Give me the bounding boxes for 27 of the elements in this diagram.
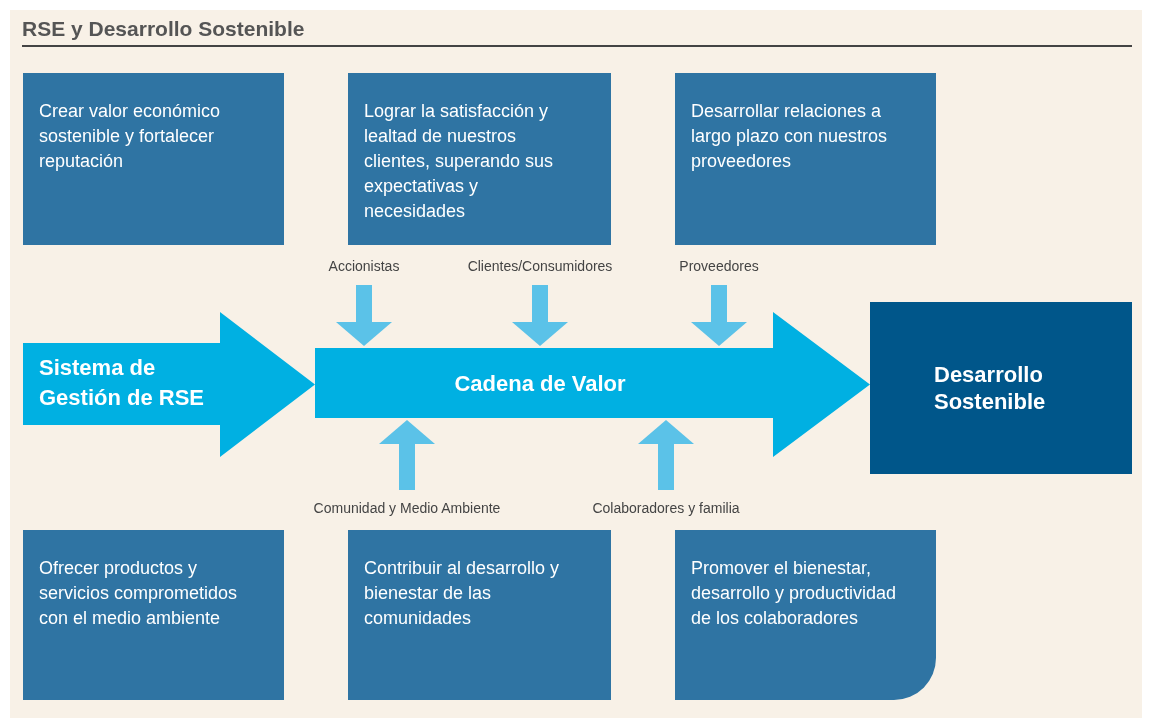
box-text: Ofrecer productos y servicios comprometidos con el medio ambiente <box>39 557 239 630</box>
arrow-text: Sistema de Gestión de RSE <box>39 354 206 412</box>
arrow-text: Cadena de Valor <box>453 370 627 398</box>
box-text: Desarrollo Sostenible <box>934 361 1047 415</box>
box-text: Desarrollar relaciones a largo plazo con nuestros proveedores <box>691 100 889 173</box>
box-text: Lograr la satisfacción y lealtad de nuestros clientes, superando sus expectativas y necesidades <box>364 100 555 223</box>
stakeholder-label: Accionistas <box>328 258 400 274</box>
stakeholder-label: Proveedores <box>679 258 759 274</box>
goal-box <box>870 302 1132 474</box>
stakeholder-label: Clientes/Consumidores <box>467 258 613 274</box>
stakeholder-label: Comunidad y Medio Ambiente <box>313 500 501 516</box>
block-arrow <box>638 420 694 490</box>
stakeholder-label: Colaboradores y familia <box>592 500 740 516</box>
block-arrow <box>379 420 435 490</box>
block-arrow <box>691 285 747 346</box>
box-text: Contribuir al desarrollo y bienestar de las comunidades <box>364 557 561 630</box>
objective-box <box>23 73 284 245</box>
objective-box <box>348 530 611 700</box>
objective-box <box>675 530 936 700</box>
box-text: Crear valor económico sostenible y fortalecer reputación <box>39 100 222 173</box>
objective-box <box>348 73 611 245</box>
objective-box <box>23 530 284 700</box>
block-arrow <box>336 285 392 346</box>
block-arrow <box>512 285 568 346</box>
box-text: Promover el bienestar, desarrollo y productividad de los colaboradores <box>691 557 898 630</box>
diagram-title: RSE y Desarrollo Sostenible <box>22 17 305 41</box>
objective-box <box>675 73 936 245</box>
